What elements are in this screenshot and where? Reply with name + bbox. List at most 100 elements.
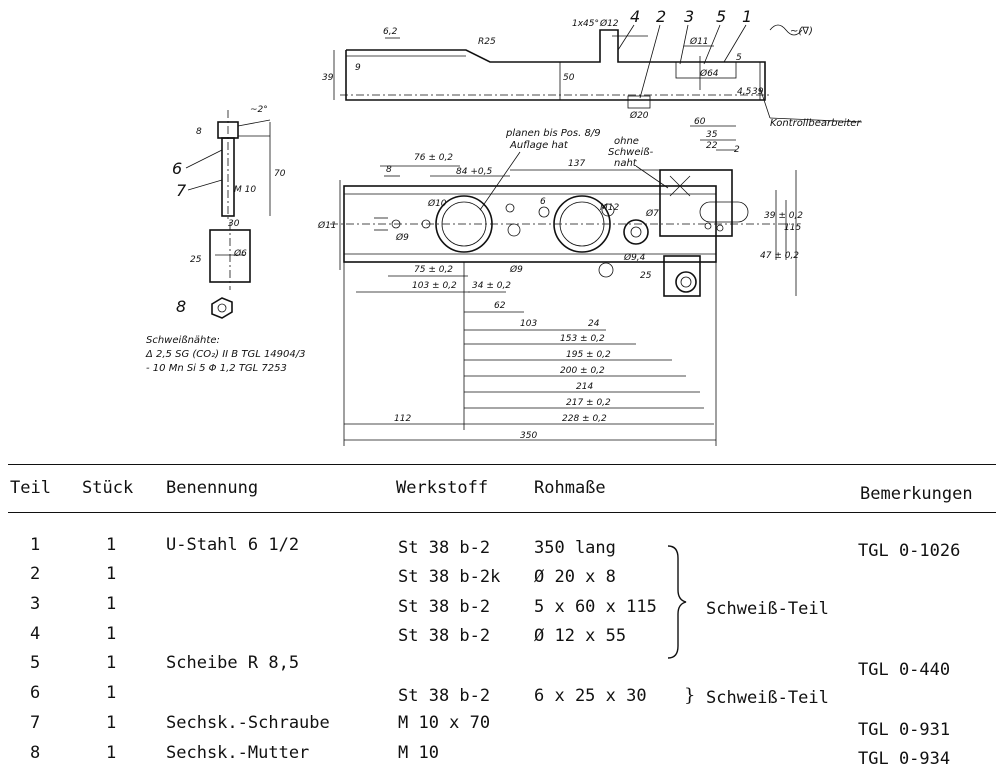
cell-werkstoff: St 38 b-2	[398, 538, 491, 558]
cell-teil: 4	[30, 624, 41, 644]
dim-label: 228 ± 0,2	[562, 414, 607, 424]
cell-stueck: 1	[106, 653, 117, 673]
note-auflage: Auflage hat	[509, 140, 569, 151]
side-view	[333, 24, 863, 123]
cell-rohmasse: Ø 12 x 55	[534, 626, 627, 646]
dim-label: 39	[322, 73, 334, 83]
dim-label: 9	[355, 63, 361, 73]
header-stueck: Stück	[82, 478, 134, 498]
dim-label: M12	[600, 203, 619, 213]
dim-label: M 10	[234, 185, 256, 195]
dim-label: 75 ± 0,2	[414, 265, 453, 275]
dim-label: 84 +0,5	[456, 167, 492, 177]
cell-bemerkungen: TGL 0-440	[858, 660, 951, 680]
cell-teil: 6	[30, 683, 41, 703]
dim-label: 70	[274, 169, 286, 179]
note-ohne: ohne	[614, 136, 639, 147]
dim-label: Ø9,4	[623, 252, 646, 263]
cell-rohmasse: 350 lang	[534, 538, 616, 558]
dim-label: 137	[568, 159, 585, 169]
dim-label: 35	[706, 130, 718, 140]
weld-notes-title: Schweißnähte:	[146, 335, 220, 346]
cell-teil: 3	[30, 594, 41, 614]
cell-teil: 7	[30, 713, 41, 733]
top-dimensions: 6,2 9 39 R25 1x45° Ø12 50 Ø11 Ø64 5 Ø20 …	[322, 18, 861, 129]
cell-rohmasse: Ø 20 x 8	[534, 567, 616, 587]
dim-label: 8	[386, 165, 392, 175]
dim-label: 214	[576, 382, 593, 392]
cell-werkstoff: St 38 b-2k	[398, 567, 501, 587]
cell-werkstoff: M 10	[398, 743, 439, 763]
header-werkstoff: Werkstoff	[396, 478, 489, 498]
cell-stueck: 1	[106, 535, 117, 555]
dim-label: R25	[478, 37, 496, 47]
front-view	[330, 169, 797, 297]
dim-label: 76 ± 0,2	[414, 153, 453, 163]
dim-label: 47 ± 0,2	[760, 251, 799, 261]
dim-label: 217 ± 0,2	[566, 398, 611, 408]
dim-label: Ø9	[395, 232, 409, 243]
cell-stueck: 1	[106, 624, 117, 644]
dim-label: 50	[563, 73, 575, 83]
single-brace: }	[684, 685, 696, 706]
header-benennung: Benennung	[166, 478, 259, 498]
cell-teil: 8	[30, 743, 41, 763]
cell-bemerkungen: TGL 0-934	[858, 749, 951, 769]
header-rule	[8, 512, 996, 513]
part-number-label: 5	[716, 7, 726, 26]
cell-rohmasse: 6 x 25 x 30	[534, 686, 647, 706]
cell-benennung: Sechsk.-Mutter	[166, 743, 310, 763]
dim-label: 6	[540, 197, 546, 207]
dim-label: Ø10	[427, 198, 447, 209]
dim-label: 350	[520, 431, 537, 441]
dim-label: Ø20	[629, 110, 649, 121]
group-brace	[667, 545, 687, 659]
part-number-label: 6	[172, 159, 182, 178]
dim-label: 2	[734, 145, 740, 155]
part-number-label: 4	[630, 7, 640, 26]
part-number-label: 1	[742, 7, 752, 26]
cell-rohmasse: 5 x 60 x 115	[534, 597, 657, 617]
cell-benennung: Sechsk.-Schraube	[166, 713, 330, 733]
group-label-schweiss-teil: Schweiß-Teil	[706, 688, 829, 708]
dim-label: 112	[394, 414, 411, 424]
cell-teil: 2	[30, 564, 41, 584]
dim-label: 25	[190, 255, 202, 265]
part-number-label: 8	[176, 297, 186, 316]
dim-label: Ø11	[317, 220, 337, 231]
cell-werkstoff: St 38 b-2	[398, 626, 491, 646]
dim-label: 60	[694, 117, 706, 127]
dim-label: 22	[706, 141, 718, 151]
cell-bemerkungen: TGL 0-1026	[858, 541, 961, 561]
part-number-label: 2	[656, 7, 666, 26]
weld-notes-line: - 10 Mn Si 5 Φ 1,2 TGL 7253	[146, 363, 287, 374]
dim-label: 6,2	[383, 27, 398, 37]
dim-label: 39	[752, 87, 764, 97]
cell-stueck: 1	[106, 683, 117, 703]
dim-label: 115	[784, 223, 801, 233]
cell-benennung: U-Stahl 6 1/2	[166, 535, 300, 555]
note-naht: naht	[614, 158, 638, 169]
dim-label: 195 ± 0,2	[566, 350, 611, 360]
note-kontrollbearbeiter: Kontrollbearbeiter	[770, 118, 861, 129]
weld-notes: Schweißnähte: Δ 2,5 SG (CO₂) II B TGL 14…	[145, 335, 306, 374]
cell-bemerkungen: TGL 0-931	[858, 720, 951, 740]
cell-stueck: 1	[106, 713, 117, 733]
cell-teil: 5	[30, 653, 41, 673]
table-top-rule	[8, 464, 996, 465]
part-number-label: 7	[176, 181, 187, 200]
dim-label: ~2°	[250, 105, 268, 115]
cell-benennung: Scheibe R 8,5	[166, 653, 300, 673]
header-bemerkungen: Bemerkungen	[860, 484, 973, 504]
cell-stueck: 1	[106, 564, 117, 584]
dim-label: 103	[520, 319, 537, 329]
dim-label: 103 ± 0,2	[412, 281, 457, 291]
dim-label: 24	[588, 319, 600, 329]
header-teil: Teil	[10, 478, 51, 498]
dim-label: 153 ± 0,2	[560, 334, 605, 344]
dim-label: Ø64	[699, 68, 719, 79]
parts-list-table: Teil Stück Benennung Werkstoff Rohmaße B…	[0, 462, 1000, 779]
front-dimension-labels: 76 ± 0,2 84 +0,5 137 8 Ø11 Ø9 Ø9 Ø10 6 7…	[317, 117, 803, 441]
surface-finish-symbol: ~(∇)	[790, 26, 813, 37]
dim-label: 34 ± 0,2	[472, 281, 511, 291]
